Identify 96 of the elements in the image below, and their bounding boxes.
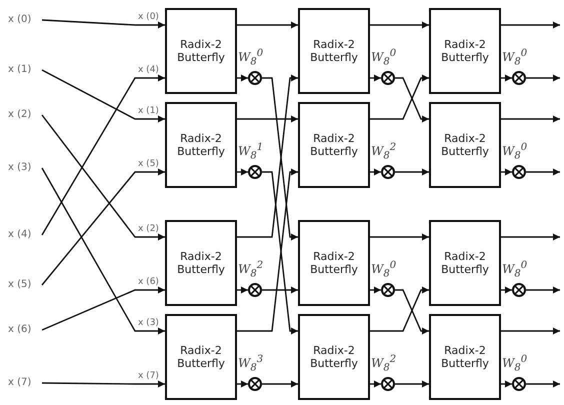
arrow bbox=[501, 74, 512, 82]
arrow bbox=[237, 22, 298, 28]
input-label: x (2) bbox=[8, 109, 42, 121]
edge-label: x (3) bbox=[138, 318, 159, 328]
box-label: Radix-2 Butterfly bbox=[176, 38, 226, 64]
butterfly-box bbox=[298, 220, 370, 306]
arrow bbox=[41, 168, 165, 334]
butterfly-box bbox=[298, 8, 370, 94]
multiplier-symbol bbox=[248, 283, 262, 297]
butterfly-box bbox=[298, 102, 370, 188]
arrow bbox=[237, 74, 248, 82]
arrow bbox=[237, 74, 298, 238]
box-label: Radix-2 Butterfly bbox=[176, 132, 226, 158]
input-label: x (5) bbox=[8, 279, 42, 291]
arrow bbox=[370, 380, 381, 388]
butterfly-box bbox=[165, 314, 237, 400]
arrow bbox=[501, 328, 560, 334]
box-label: Radix-2 Butterfly bbox=[309, 250, 359, 276]
butterfly-box bbox=[429, 102, 501, 188]
arrow bbox=[262, 77, 298, 240]
arrow bbox=[262, 171, 298, 334]
arrow bbox=[395, 77, 429, 122]
box-label: Radix-2 Butterfly bbox=[440, 132, 490, 158]
edge-label: x (6) bbox=[138, 277, 159, 287]
edge-label: x (7) bbox=[138, 371, 159, 381]
arrow bbox=[370, 234, 429, 240]
arrow bbox=[237, 116, 298, 122]
arrow bbox=[526, 380, 560, 388]
multiplier-symbol bbox=[381, 283, 395, 297]
arrow bbox=[370, 74, 381, 82]
box-label: Radix-2 Butterfly bbox=[440, 250, 490, 276]
input-label: x (6) bbox=[8, 324, 42, 336]
butterfly-box bbox=[429, 314, 501, 400]
butterfly-box bbox=[429, 220, 501, 306]
arrow bbox=[395, 289, 429, 334]
edge-label: x (4) bbox=[138, 65, 159, 75]
multiplier-symbol bbox=[381, 165, 395, 179]
box-label: Radix-2 Butterfly bbox=[176, 250, 226, 276]
arrow bbox=[262, 286, 298, 294]
butterfly-box bbox=[165, 102, 237, 188]
edge-label: x (0) bbox=[138, 12, 159, 22]
box-label: Radix-2 Butterfly bbox=[440, 344, 490, 370]
arrow bbox=[501, 22, 560, 28]
input-label: x (0) bbox=[8, 14, 42, 26]
arrow bbox=[395, 168, 429, 176]
arrow bbox=[501, 116, 560, 122]
arrow bbox=[41, 74, 165, 236]
arrow bbox=[370, 286, 429, 332]
box-label: Radix-2 Butterfly bbox=[309, 38, 359, 64]
arrow bbox=[42, 380, 165, 388]
multiplier-symbol bbox=[248, 71, 262, 85]
arrow bbox=[237, 168, 298, 332]
multiplier-symbol bbox=[512, 283, 526, 297]
arrow bbox=[41, 114, 165, 240]
multiplier-symbol bbox=[381, 377, 395, 391]
arrow bbox=[237, 168, 248, 176]
butterfly-box bbox=[298, 314, 370, 400]
arrow bbox=[370, 168, 381, 176]
multiplier-symbol bbox=[512, 377, 526, 391]
input-label: x (3) bbox=[8, 162, 42, 174]
input-label: x (7) bbox=[8, 377, 42, 389]
multiplier-symbol bbox=[512, 71, 526, 85]
box-label: Radix-2 Butterfly bbox=[309, 344, 359, 370]
multiplier-symbol bbox=[248, 377, 262, 391]
arrow bbox=[41, 168, 165, 286]
arrow bbox=[237, 380, 248, 388]
arrow bbox=[526, 286, 560, 294]
multiplier-symbol bbox=[381, 71, 395, 85]
arrow bbox=[42, 286, 165, 331]
multiplier-symbol bbox=[248, 165, 262, 179]
butterfly-box bbox=[165, 8, 237, 94]
edge-label: x (5) bbox=[138, 159, 159, 169]
butterfly-box bbox=[165, 220, 237, 306]
edge-label: x (1) bbox=[138, 106, 159, 116]
arrow bbox=[526, 74, 560, 82]
box-label: Radix-2 Butterfly bbox=[440, 38, 490, 64]
arrow bbox=[501, 380, 512, 388]
arrow bbox=[501, 168, 512, 176]
arrow bbox=[501, 286, 512, 294]
arrow bbox=[262, 380, 298, 388]
box-label: Radix-2 Butterfly bbox=[309, 132, 359, 158]
arrow bbox=[42, 69, 165, 122]
arrow bbox=[526, 168, 560, 176]
input-label: x (1) bbox=[8, 64, 42, 76]
butterfly-box bbox=[429, 8, 501, 94]
box-label: Radix-2 Butterfly bbox=[176, 344, 226, 370]
arrow bbox=[370, 22, 429, 28]
arrow bbox=[42, 19, 165, 28]
input-label: x (4) bbox=[8, 229, 42, 241]
multiplier-symbol bbox=[512, 165, 526, 179]
arrow bbox=[237, 286, 248, 294]
arrow bbox=[370, 286, 381, 294]
arrow bbox=[501, 234, 560, 240]
arrow bbox=[370, 74, 429, 120]
edge-label: x (2) bbox=[138, 224, 159, 234]
arrow bbox=[395, 380, 429, 388]
